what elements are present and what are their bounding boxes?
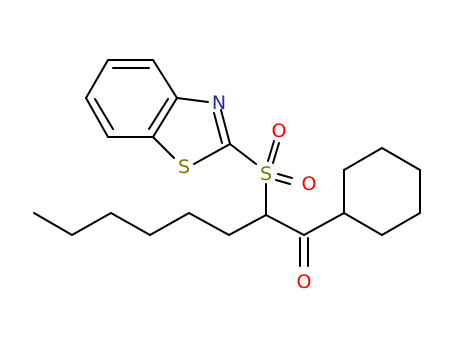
- sulfonyl-sulfur-label: S: [260, 163, 272, 185]
- bond: [265, 214, 305, 236]
- benzene-ring: [85, 59, 178, 138]
- bond: [193, 143, 231, 165]
- bond: [152, 97, 178, 138]
- bond: [149, 212, 190, 236]
- nitrogen-atom-label: N: [212, 92, 226, 114]
- double-bond-inner: [213, 112, 223, 144]
- bond: [343, 212, 383, 236]
- thiazole-ring: [152, 97, 231, 165]
- double-bond: [272, 142, 280, 164]
- bond: [71, 212, 112, 236]
- bond: [85, 97, 109, 138]
- double-bond-inner: [94, 98, 114, 130]
- double-bond: [275, 179, 291, 185]
- bond: [381, 212, 421, 236]
- bond: [229, 143, 257, 165]
- double-bond-inner: [148, 98, 169, 130]
- bond: [176, 97, 209, 103]
- bond: [152, 59, 178, 99]
- bond: [277, 173, 293, 179]
- cyclohexyl-ring: [343, 147, 421, 236]
- bond: [220, 109, 231, 145]
- hexyl-chain: [33, 212, 267, 236]
- bond: [343, 147, 383, 171]
- bond: [267, 140, 275, 162]
- bond: [85, 59, 109, 99]
- bond: [381, 147, 421, 171]
- bond: [152, 136, 175, 159]
- sulfonyl-group: [229, 140, 293, 216]
- bond: [303, 212, 345, 236]
- bond: [188, 212, 230, 236]
- sulfonyl-oxygen-top-label: O: [272, 120, 287, 142]
- bond: [110, 212, 151, 236]
- bond: [228, 214, 267, 236]
- ketone-oxygen-label: O: [297, 271, 312, 293]
- ketone-group: [265, 212, 345, 267]
- sulfonyl-oxygen-right-label: O: [302, 173, 317, 195]
- bond: [33, 212, 73, 236]
- thiazole-sulfur-label: S: [178, 156, 190, 178]
